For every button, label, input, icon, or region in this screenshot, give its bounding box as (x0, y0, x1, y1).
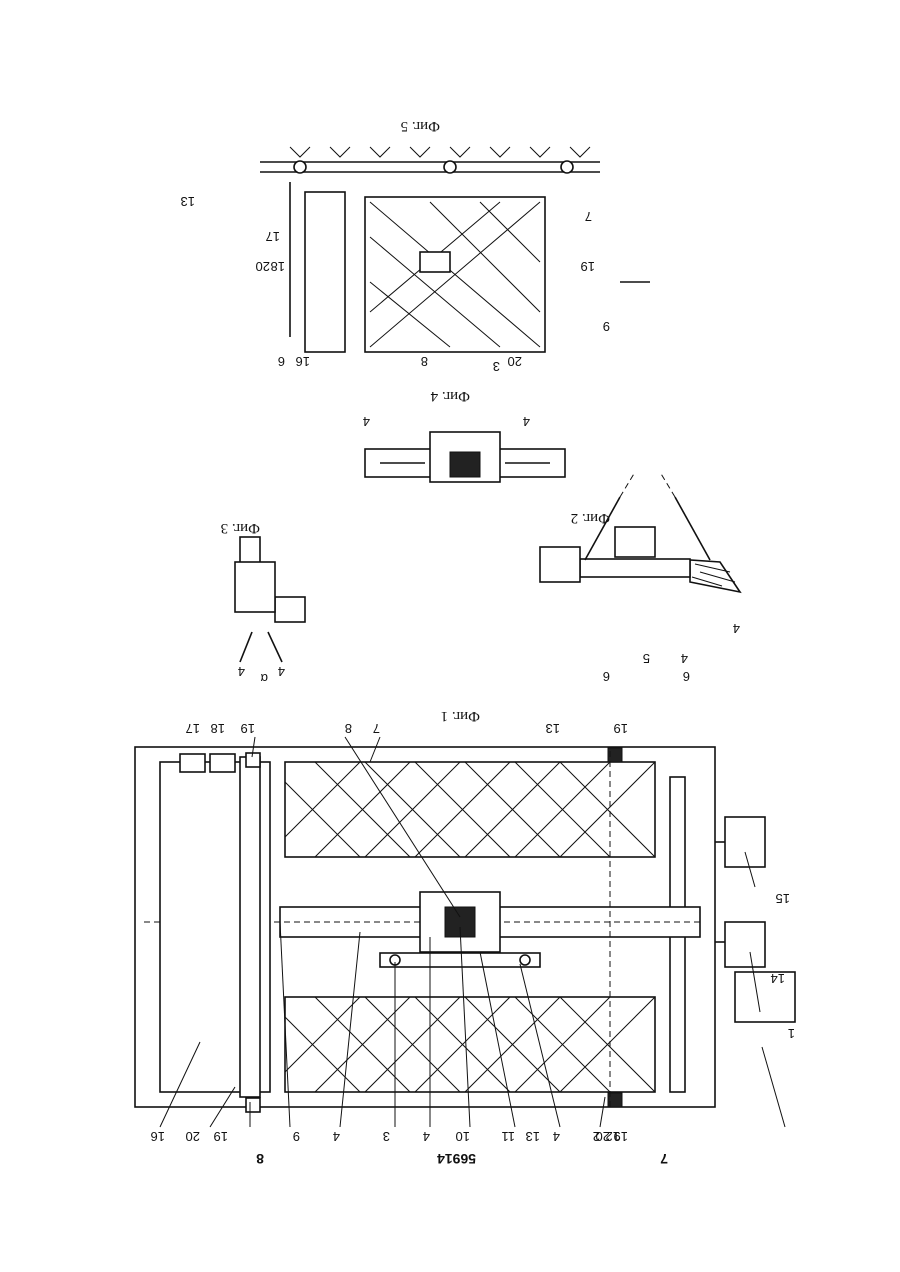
fig5-label: 18 (271, 259, 285, 274)
cylinder-top (285, 997, 655, 1092)
bar-20 (240, 757, 260, 1097)
fig4-label: 4 (523, 414, 530, 429)
bracket-19-d (246, 753, 260, 767)
fig1-label: 16 (151, 1129, 165, 1144)
motor-14 (725, 922, 765, 967)
fig5-pivot-c (561, 161, 573, 173)
fig2-nozzle-left (675, 497, 710, 560)
figure-3: 4 4 α Фиг. 3 (221, 520, 305, 686)
fig3-label: 4 (238, 664, 245, 679)
fig1-label: 8 (345, 721, 352, 736)
fig1-caption: Фиг. 1 (441, 708, 480, 724)
fig1-label: 19 (614, 721, 628, 736)
fig5-caption: Фиг. 5 (401, 118, 440, 134)
fig1-label: 15 (776, 891, 790, 906)
fig5-roller (305, 192, 345, 352)
fig5-label: 6 (278, 354, 285, 369)
fig1-label: 7 (373, 721, 380, 736)
fig1-label: 3 (383, 1129, 390, 1144)
fig1-label: 10 (456, 1129, 470, 1144)
fig1-label: 13 (546, 721, 560, 736)
fig2-label: 6 (683, 669, 690, 684)
fig5-label: 7 (585, 209, 592, 224)
fig3-plate (275, 597, 305, 622)
patent-number: 56914 (437, 1151, 476, 1167)
fig1-label: 4 (553, 1129, 560, 1144)
fig2-label: 6 (603, 669, 610, 684)
fig1-label: 17 (186, 721, 200, 736)
fig1-label: 18 (211, 721, 225, 736)
fig2-jet-right (620, 472, 635, 497)
fig4-block (450, 452, 480, 477)
fig5-label: 16 (296, 354, 310, 369)
fig2-body (540, 547, 580, 582)
fig5-ceiling-hatch (290, 147, 590, 157)
fig5-carriage (420, 252, 450, 272)
fig3-nozzle-right (240, 632, 252, 662)
bracket-19-c (246, 1098, 260, 1112)
fig1-label: 14 (771, 971, 785, 986)
fig5-label: 20 (508, 354, 522, 369)
fig2-jet-left (660, 472, 675, 497)
fig1-label: 11 (502, 1129, 516, 1144)
fig5-label: 17 (266, 229, 280, 244)
fig5-label: 13 (181, 194, 195, 209)
fig2-label: 4 (681, 651, 688, 666)
figure-1: 1 2 3 4 4 4 7 8 9 10 11 12 13 13 14 15 1… (135, 708, 795, 1144)
fig3-caption: Фиг. 3 (221, 520, 260, 536)
fig1-label: 9 (293, 1129, 300, 1144)
fig3-label: 4 (278, 664, 285, 679)
cylinder-bottom (285, 762, 655, 857)
nozzle-4-a (520, 955, 530, 965)
figure-2: 4 4 5 6 6 Фиг. 2 (540, 472, 740, 684)
fig1-label: 13 (526, 1129, 540, 1144)
fig3-label: α (260, 671, 268, 686)
fig2-label: 5 (643, 651, 650, 666)
fig5-pivot-b (444, 161, 456, 173)
motor-1 (725, 817, 765, 867)
fig3-nozzle-left (268, 632, 282, 662)
page-header: 7 56914 8 (256, 1151, 668, 1167)
fig1-label: 19 (614, 1129, 628, 1144)
fig1-label: 19 (241, 721, 255, 736)
fig1-label: 1 (788, 1026, 795, 1041)
fig5-pivot-a (294, 161, 306, 173)
fig5-label: 9 (603, 319, 610, 334)
figure-5: 3 6 7 8 9 13 16 17 18 19 20 20 Фиг. 5 (181, 118, 650, 374)
rotated-sheet: 7 56914 8 (135, 118, 795, 1167)
fig2-bracket (615, 527, 655, 557)
fig2-cylinder (580, 559, 690, 577)
fig2-label: 4 (733, 621, 740, 636)
fig1-label: 20 (596, 1129, 610, 1144)
motor-15 (735, 972, 795, 1022)
figure-4: 4 4 Фиг. 4 (363, 388, 565, 482)
unit-17 (180, 754, 205, 772)
fig1-label: 4 (423, 1129, 430, 1144)
left-page-number: 7 (660, 1151, 668, 1167)
fig1-label: 19 (214, 1129, 228, 1144)
fig5-label: 20 (256, 259, 270, 274)
fig5-label: 3 (493, 359, 500, 374)
fig2-caption: Фиг. 2 (571, 510, 610, 526)
cross-bar-10 (380, 953, 540, 967)
fig1-label: 4 (333, 1129, 340, 1144)
fig5-label: 19 (581, 259, 595, 274)
fig3-body (235, 562, 275, 612)
unit-18 (210, 754, 235, 772)
right-page-number: 8 (256, 1151, 264, 1167)
fig4-caption: Фиг. 4 (430, 388, 470, 404)
fig4-label: 4 (363, 414, 370, 429)
fig1-label: 20 (186, 1129, 200, 1144)
fig5-label: 8 (421, 354, 428, 369)
